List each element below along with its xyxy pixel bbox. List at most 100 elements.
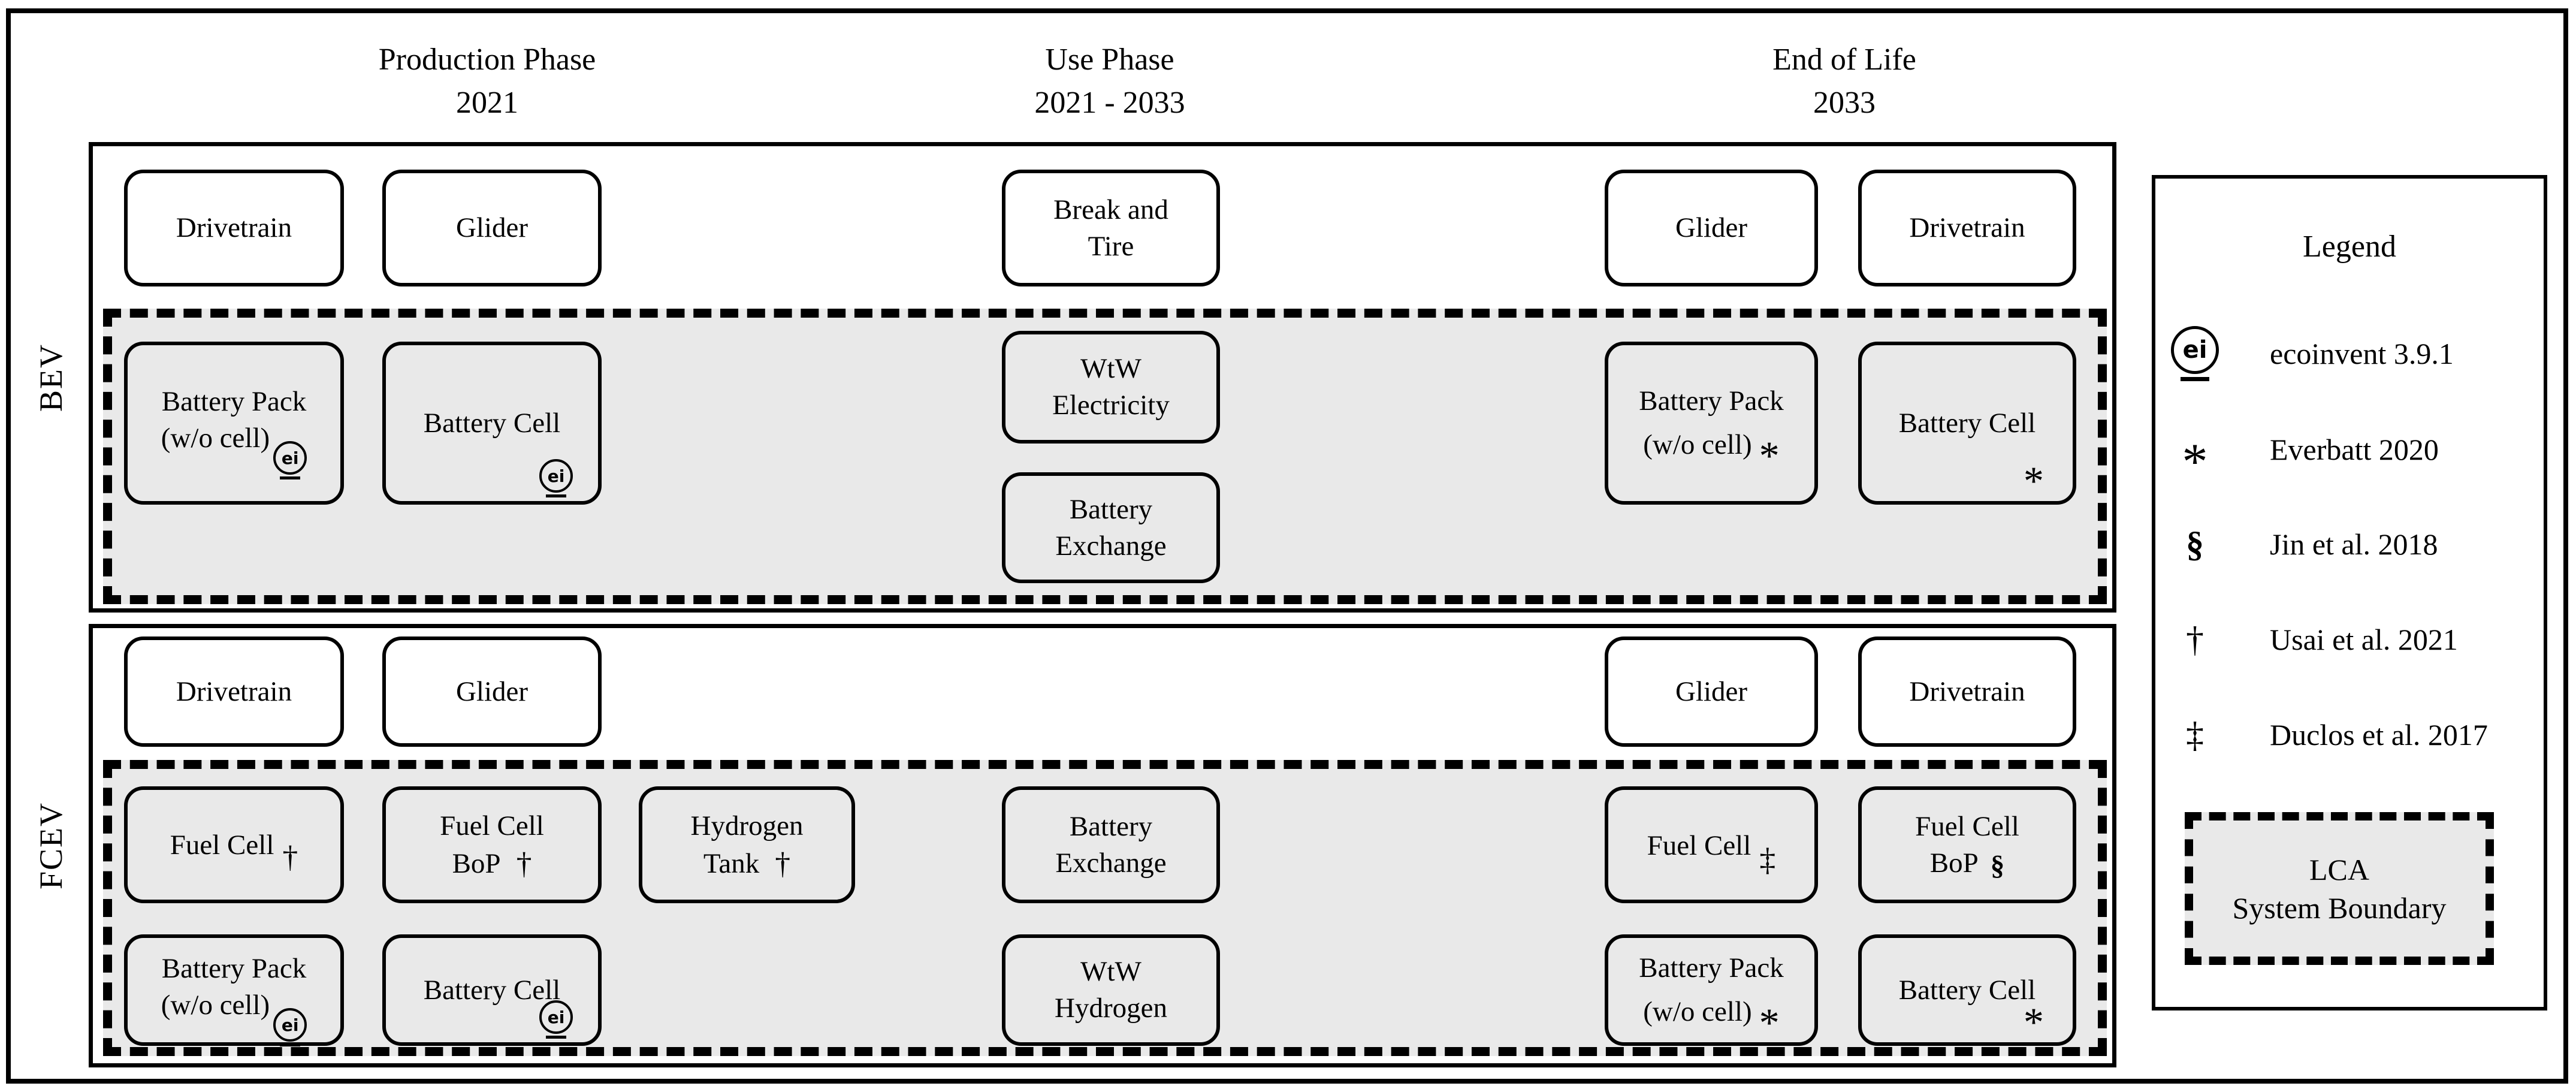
fcev-panel	[89, 624, 2116, 1067]
ecoinvent-circle: ei	[273, 1008, 307, 1042]
box-fcev-production-drivetrain: Drivetrain	[124, 637, 344, 747]
ecoinvent-underline	[546, 1036, 566, 1039]
box-label-line: (w/o cell)*	[1643, 429, 1780, 478]
asterisk-marker: *	[2023, 999, 2044, 1045]
phase-header-year: 2033	[1813, 86, 1876, 120]
box-label-line: Drivetrain	[1909, 675, 2025, 707]
box-label-line: Fuel Cell†	[170, 829, 298, 874]
box-fcev-eol-battery-pack: Battery Pack (w/o cell)*	[1605, 934, 1818, 1046]
box-label-line: Glider	[455, 212, 529, 243]
box-bev-production-battery-pack: Battery Pack(w/o cell)ei	[124, 342, 344, 505]
box-label-line: Tank†	[703, 846, 791, 881]
box-label-line: Battery Pack	[1639, 952, 1784, 984]
ecoinvent-underline	[546, 494, 566, 497]
asterisk-marker: *	[1759, 1000, 1780, 1045]
ecoinvent-circle: ei	[273, 441, 307, 475]
section-marker: §	[2186, 524, 2204, 564]
box-label-line: WtW	[1080, 956, 1141, 987]
dagger-marker: †	[516, 846, 532, 881]
box-label-line: Battery Cell	[1898, 974, 2036, 1006]
ecoinvent-circle: ei	[539, 459, 573, 493]
box-label-line: Glider	[1675, 675, 1748, 707]
ecoinvent-underline	[2181, 377, 2209, 381]
legend-item-label: Duclos et al. 2017	[2270, 718, 2488, 752]
box-fcev-eol-battery-cell: Battery Cell*	[1858, 934, 2076, 1046]
box-label-line: Hydrogen	[1055, 993, 1167, 1024]
phase-header-production: Production Phase 2021	[218, 38, 757, 125]
phase-header-line: End of Life	[1772, 43, 1916, 77]
ecoinvent-underline	[280, 476, 301, 480]
ecoinvent-icon: ei	[539, 1000, 573, 1039]
box-label-line: Hydrogen	[690, 810, 804, 841]
box-label-line: Electricity	[1052, 390, 1170, 421]
box-label-line: Battery	[1069, 810, 1153, 842]
box-label-line: (w/o cell)ei	[161, 420, 307, 480]
ecoinvent-icon: ei	[273, 1008, 307, 1047]
box-fcev-use-wtw-hydrogen: WtW Hydrogen	[1002, 934, 1220, 1046]
double-dagger-marker: ‡	[2186, 714, 2204, 755]
box-fcev-production-fuel-cell: Fuel Cell†	[124, 786, 344, 903]
dagger-marker: †	[2186, 619, 2204, 659]
box-fcev-eol-glider: Glider	[1605, 637, 1818, 747]
phase-header-year: 2021 - 2033	[1034, 86, 1185, 120]
dagger-marker: †	[775, 846, 791, 881]
box-label-line: Drivetrain	[176, 675, 292, 707]
box-fcev-production-glider: Glider	[382, 637, 602, 747]
asterisk-marker: *	[2023, 457, 2044, 503]
section-marker: §	[1990, 849, 2005, 881]
box-label-line: Break and	[1053, 194, 1168, 225]
asterisk-marker: *	[1759, 433, 1780, 478]
box-label-line: Glider	[455, 675, 529, 707]
phase-header-use: Use Phase 2021 - 2033	[840, 38, 1379, 125]
ecoinvent-icon: ei	[539, 459, 573, 497]
box-bev-production-glider: Glider	[382, 170, 602, 286]
box-label-line: Fuel Cell‡	[1647, 829, 1776, 877]
box-label-line: Battery Cell	[423, 974, 561, 1006]
box-fcev-eol-drivetrain: Drivetrain	[1858, 637, 2076, 747]
box-label-line: Battery Pack	[1639, 385, 1784, 417]
box-label-line: Drivetrain	[176, 212, 292, 243]
asterisk-marker: *	[2182, 433, 2208, 490]
box-bev-eol-glider: Glider	[1605, 170, 1818, 286]
phase-header-end-of-life: End of Life 2033	[1575, 38, 2114, 125]
legend-item-label: Jin et al. 2018	[2270, 527, 2438, 561]
box-bev-production-battery-cell: Battery Cell ei	[382, 342, 602, 505]
box-label-line: Battery	[1069, 493, 1153, 525]
box-label-line: Glider	[1675, 212, 1748, 243]
box-label-line: (w/o cell)*	[1643, 996, 1780, 1045]
bev-panel	[89, 142, 2116, 613]
box-label-line: Battery Cell	[1898, 407, 2036, 439]
box-label-line: Battery Cell	[423, 407, 561, 439]
legend-item-label: ecoinvent 3.9.1	[2270, 337, 2454, 370]
dagger-marker: †	[282, 840, 298, 874]
box-bev-production-drivetrain: Drivetrain	[124, 170, 344, 286]
ecoinvent-circle: ei	[2171, 326, 2219, 374]
lca-boundary-label-line: LCA	[2309, 852, 2369, 886]
box-fcev-production-battery-pack: Battery Pack(w/o cell)ei	[124, 934, 344, 1047]
box-bev-eol-battery-pack: Battery Pack (w/o cell)*	[1605, 342, 1818, 505]
legend-title: Legend	[2303, 230, 2396, 264]
legend-box	[2152, 175, 2547, 1010]
box-bev-eol-drivetrain: Drivetrain	[1858, 170, 2076, 286]
ecoinvent-icon: ei	[273, 441, 307, 480]
box-label-line: Exchange	[1055, 530, 1167, 562]
box-label-line: Tire	[1088, 230, 1134, 262]
phase-header-year: 2021	[456, 86, 518, 120]
phase-header-line: Use Phase	[1045, 43, 1174, 77]
box-label-line: BoP†	[452, 846, 532, 881]
lca-system-boundary-legend-swatch: LCA System Boundary	[2185, 812, 2494, 965]
bev-row-label: BEV	[33, 343, 69, 412]
box-label-line: Fuel Cell	[1915, 810, 2019, 842]
box-label-line: Battery Pack	[161, 385, 307, 417]
ecoinvent-underline	[280, 1043, 301, 1047]
double-dagger-marker: ‡	[1759, 841, 1776, 877]
box-label-line: Exchange	[1055, 847, 1167, 879]
phase-header-line: Production Phase	[378, 43, 596, 77]
fcev-row-label: FCEV	[33, 801, 69, 890]
